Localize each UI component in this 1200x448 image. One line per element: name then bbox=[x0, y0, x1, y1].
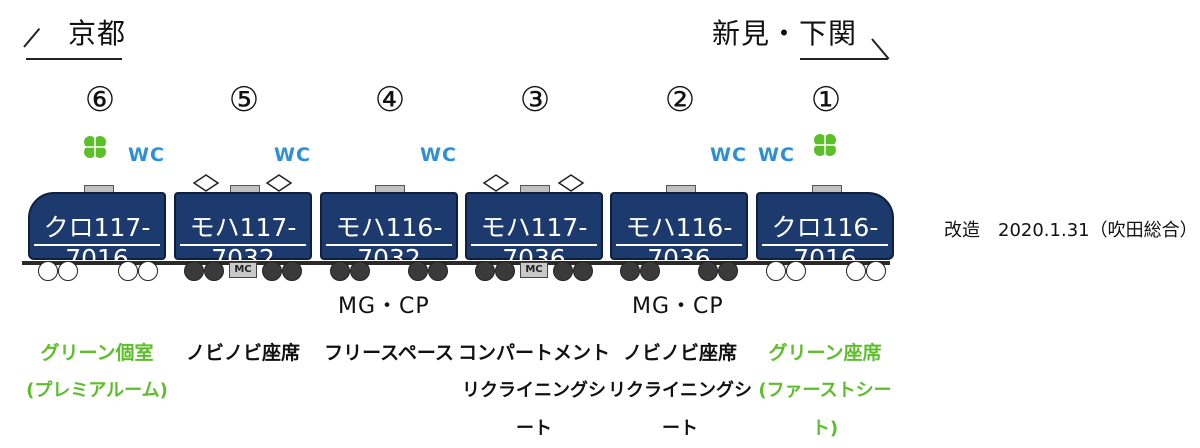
wheel bbox=[475, 261, 495, 281]
description-line-1: ノビノビ座席 bbox=[622, 342, 737, 364]
car-number-4: ④ bbox=[374, 80, 406, 120]
car-6: クロ117-7016 bbox=[28, 192, 166, 273]
wc-label: WC bbox=[128, 144, 165, 166]
pantograph-icon bbox=[557, 174, 585, 192]
car-stripe bbox=[180, 244, 306, 246]
direction-left-label: 京都 bbox=[68, 17, 127, 50]
description-line-1: グリーン個室 bbox=[40, 342, 154, 364]
clover-icon bbox=[814, 134, 836, 156]
car-number-1: ① bbox=[810, 80, 842, 120]
description-line-2: (ファーストシート) bbox=[758, 380, 892, 439]
pantograph-icon bbox=[192, 174, 220, 192]
car-3: モハ117-7036 bbox=[465, 192, 603, 273]
description-line-1: フリースペース bbox=[324, 342, 454, 364]
wheel bbox=[350, 261, 370, 281]
direction-right-label: 新見・下関 bbox=[712, 17, 858, 50]
wheel bbox=[38, 261, 58, 281]
wheel bbox=[408, 261, 428, 281]
car-stripe bbox=[471, 244, 597, 246]
wheel bbox=[620, 261, 640, 281]
car-6-description: グリーン個室 (プレミアルーム) bbox=[22, 334, 172, 410]
car-body bbox=[756, 192, 894, 260]
wheel bbox=[184, 261, 204, 281]
mgcp-label: MG・CP bbox=[632, 294, 724, 319]
car-number-5: ⑤ bbox=[228, 80, 260, 120]
wheel bbox=[766, 261, 786, 281]
car-4-description: フリースペース bbox=[314, 334, 464, 372]
wheel bbox=[846, 261, 866, 281]
wheel bbox=[58, 261, 78, 281]
description-line-2: (プレミアルーム) bbox=[26, 380, 168, 401]
car-2: モハ116-7036 bbox=[610, 192, 748, 273]
description-line-1: ノビノビ座席 bbox=[185, 342, 300, 364]
description-line-1: グリーン座席 bbox=[768, 342, 882, 364]
direction-left-line bbox=[26, 58, 122, 60]
pantograph-icon bbox=[265, 174, 293, 192]
car-name: モハ116-7036 bbox=[625, 213, 733, 273]
car-1: クロ116-7016 bbox=[756, 192, 894, 273]
car-body bbox=[465, 192, 603, 260]
car-name: モハ116-7032 bbox=[335, 213, 443, 273]
conversion-note: 改造 2020.1.31（吹田総合） bbox=[944, 220, 1198, 241]
wheel bbox=[495, 261, 515, 281]
car-3-description: コンパートメント リクライニングシート bbox=[458, 334, 610, 448]
wheel bbox=[553, 261, 573, 281]
wheel bbox=[786, 261, 806, 281]
description-line-2: リクライニングシート bbox=[608, 380, 752, 439]
car-number-6: ⑥ bbox=[84, 80, 116, 120]
car-number-3: ③ bbox=[519, 80, 551, 120]
wc-label: WC bbox=[758, 144, 795, 166]
wheel bbox=[262, 261, 282, 281]
wheel bbox=[428, 261, 448, 281]
wc-label: WC bbox=[710, 144, 747, 166]
direction-right-line bbox=[800, 58, 888, 60]
wc-label: WC bbox=[274, 144, 311, 166]
pantograph-icon bbox=[482, 174, 510, 192]
wheel bbox=[718, 261, 738, 281]
car-stripe bbox=[326, 244, 452, 246]
car-5-description: ノビノビ座席 bbox=[168, 334, 318, 372]
description-line-1: コンパートメント bbox=[458, 342, 611, 364]
car-body bbox=[610, 192, 748, 260]
car-number-2: ② bbox=[664, 80, 696, 120]
car-stripe bbox=[616, 244, 742, 246]
wheel bbox=[330, 261, 350, 281]
wheel bbox=[282, 261, 302, 281]
car-body bbox=[320, 192, 458, 260]
wc-label: WC bbox=[420, 144, 457, 166]
wheel bbox=[698, 261, 718, 281]
wheel bbox=[118, 261, 138, 281]
mc-label: MC bbox=[229, 262, 257, 278]
car-stripe bbox=[762, 244, 888, 246]
wheel bbox=[138, 261, 158, 281]
wheel bbox=[204, 261, 224, 281]
car-stripe bbox=[34, 244, 160, 246]
direction-right-slash bbox=[871, 38, 890, 60]
rail bbox=[22, 261, 890, 265]
car-body bbox=[174, 192, 312, 260]
wheel bbox=[866, 261, 886, 281]
clover-icon bbox=[84, 136, 106, 158]
wheel bbox=[573, 261, 593, 281]
car-2-description: ノビノビ座席 リクライニングシート bbox=[604, 334, 756, 448]
description-line-2: リクライニングシート bbox=[462, 380, 606, 439]
car-5: モハ117-7032 bbox=[174, 192, 312, 273]
mc-label: MC bbox=[520, 262, 548, 278]
direction-left-slash bbox=[23, 27, 41, 48]
car-1-description: グリーン座席 (ファーストシート) bbox=[750, 334, 900, 448]
mgcp-label: MG・CP bbox=[338, 294, 430, 319]
car-4: モハ116-7032 bbox=[320, 192, 458, 273]
car-body bbox=[28, 192, 166, 260]
wheel bbox=[640, 261, 660, 281]
